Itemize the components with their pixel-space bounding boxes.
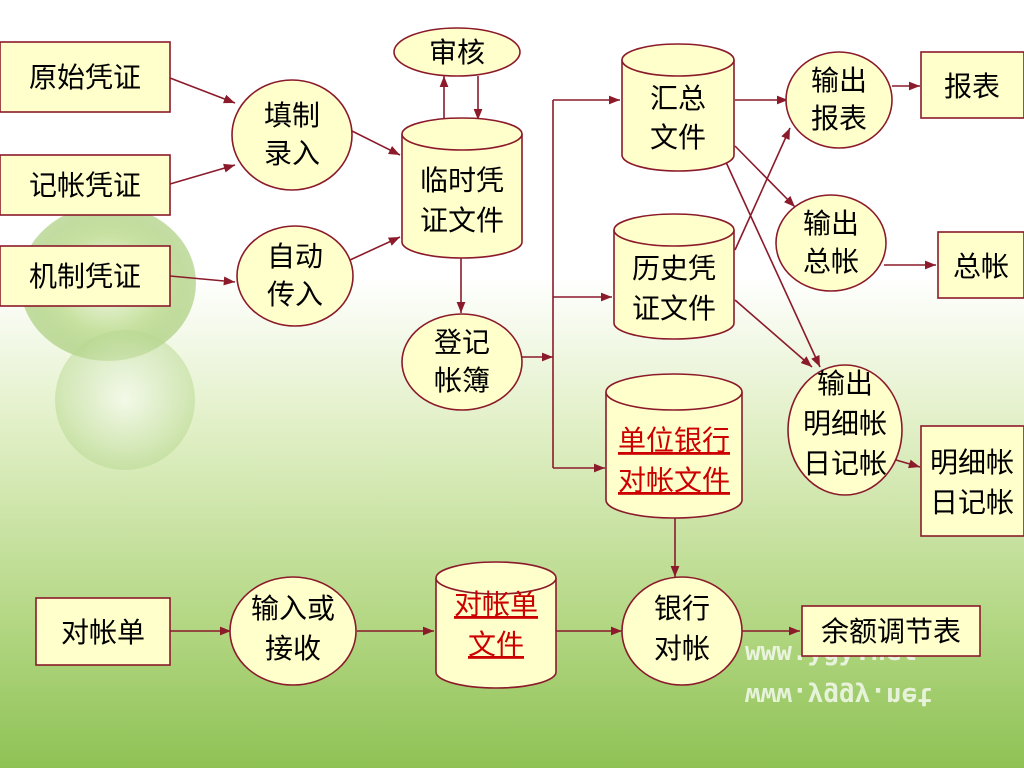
edge-zidong-linshi [349,236,401,261]
svg-text:填制: 填制 [264,99,320,132]
svg-text:记帐凭证: 记帐凭证 [29,169,141,202]
edge-huizong-shuchu-mx [724,159,821,368]
node-duizhangdan: 对帐单 [35,597,171,666]
edges [169,76,936,636]
node-huizong-file: 汇总 文件 [621,43,735,172]
node-shenhe: 审核 [393,27,521,77]
svg-text:报表: 报表 [811,102,867,135]
node-jizhang-pingzheng: 记帐凭证 [0,154,171,216]
svg-text:输入或: 输入或 [251,592,335,625]
svg-text:对帐文件: 对帐文件 [618,464,730,497]
svg-text:报表: 报表 [944,70,1000,103]
node-lishi-pingzheng-file: 历史凭 证文件 [613,213,735,340]
svg-text:输出: 输出 [811,64,867,97]
svg-text:汇总: 汇总 [650,82,706,115]
svg-text:临时凭: 临时凭 [420,164,504,197]
svg-text:明细帐: 明细帐 [930,446,1014,479]
node-zidong-chuanru: 自动 传入 [236,225,354,327]
node-yinhang-duizhang: 银行 对帐 [621,576,743,686]
edge-lishi-shuchu-mx [734,299,813,368]
node-duizhangdan-file: 对帐单 文件 [435,561,557,689]
svg-text:原始凭证: 原始凭证 [29,61,141,94]
svg-text:审核: 审核 [429,36,485,69]
svg-text:对帐: 对帐 [654,632,710,665]
svg-text:总帐: 总帐 [803,245,859,278]
decorative-orb-reflection [55,330,195,470]
svg-text:登记: 登记 [434,326,490,359]
node-baobiao: 报表 [920,51,1024,119]
node-shuru-jieshou: 输入或 接收 [229,576,357,686]
svg-text:对帐单: 对帐单 [454,588,538,621]
svg-text:输出: 输出 [817,367,873,400]
svg-text:总帐: 总帐 [953,250,1009,283]
node-danwei-yinhang-file: 单位银行 对帐文件 [605,373,743,519]
node-shuchu-baobiao: 输出 报表 [785,51,893,149]
svg-text:帐簿: 帐簿 [434,364,490,397]
svg-text:输出: 输出 [803,207,859,240]
node-mingxizhang: 明细帐 日记帐 [920,425,1024,537]
svg-text:机制凭证: 机制凭证 [29,260,141,293]
svg-text:明细帐: 明细帐 [803,407,887,440]
svg-text:自动: 自动 [267,240,323,273]
node-tianzhi-luru: 填制 录入 [231,79,353,191]
edge-tianzhi-linshi [349,129,401,156]
svg-text:日记帐: 日记帐 [803,447,887,480]
node-linshi-pingzheng-file: 临时凭 证文件 [401,117,523,259]
node-dengji-zhangbu: 登记 帐簿 [401,313,523,411]
svg-text:余额调节表: 余额调节表 [821,615,961,648]
svg-text:历史凭: 历史凭 [632,252,716,285]
svg-text:接收: 接收 [265,632,321,665]
node-shuchu-zongzhang: 输出 总帐 [775,194,887,292]
edge-jizhang-tianzhi [169,163,236,185]
svg-text:证文件: 证文件 [632,292,716,325]
svg-text:证文件: 证文件 [420,204,504,237]
node-shuchu-mingxi: 输出 明细帐 日记帐 [787,364,903,496]
node-zongzhang: 总帐 [937,231,1024,299]
edge-jizhi-zidong [169,275,236,286]
watermark-reflection: www.yggy.net [745,681,933,711]
edge-shuchu-mx-mingxi [895,459,921,469]
svg-text:文件: 文件 [650,121,706,154]
node-yuanshi-pingzheng: 原始凭证 [0,41,171,113]
svg-text:传入: 传入 [267,278,323,311]
edge-yuanshi-tianzhi [169,77,236,104]
edge-lishi-shuchu-bb [734,127,791,251]
svg-text:文件: 文件 [468,628,524,661]
node-yue-tiaojiebiao: 余额调节表 [801,605,981,657]
node-jizhi-pingzheng: 机制凭证 [0,245,171,307]
svg-text:录入: 录入 [264,137,320,170]
edge-huizong-shuchu-zz [734,145,796,208]
svg-text:日记帐: 日记帐 [930,486,1014,519]
svg-text:对帐单: 对帐单 [61,616,145,649]
svg-text:银行: 银行 [654,592,710,625]
svg-text:单位银行: 单位银行 [618,424,730,457]
